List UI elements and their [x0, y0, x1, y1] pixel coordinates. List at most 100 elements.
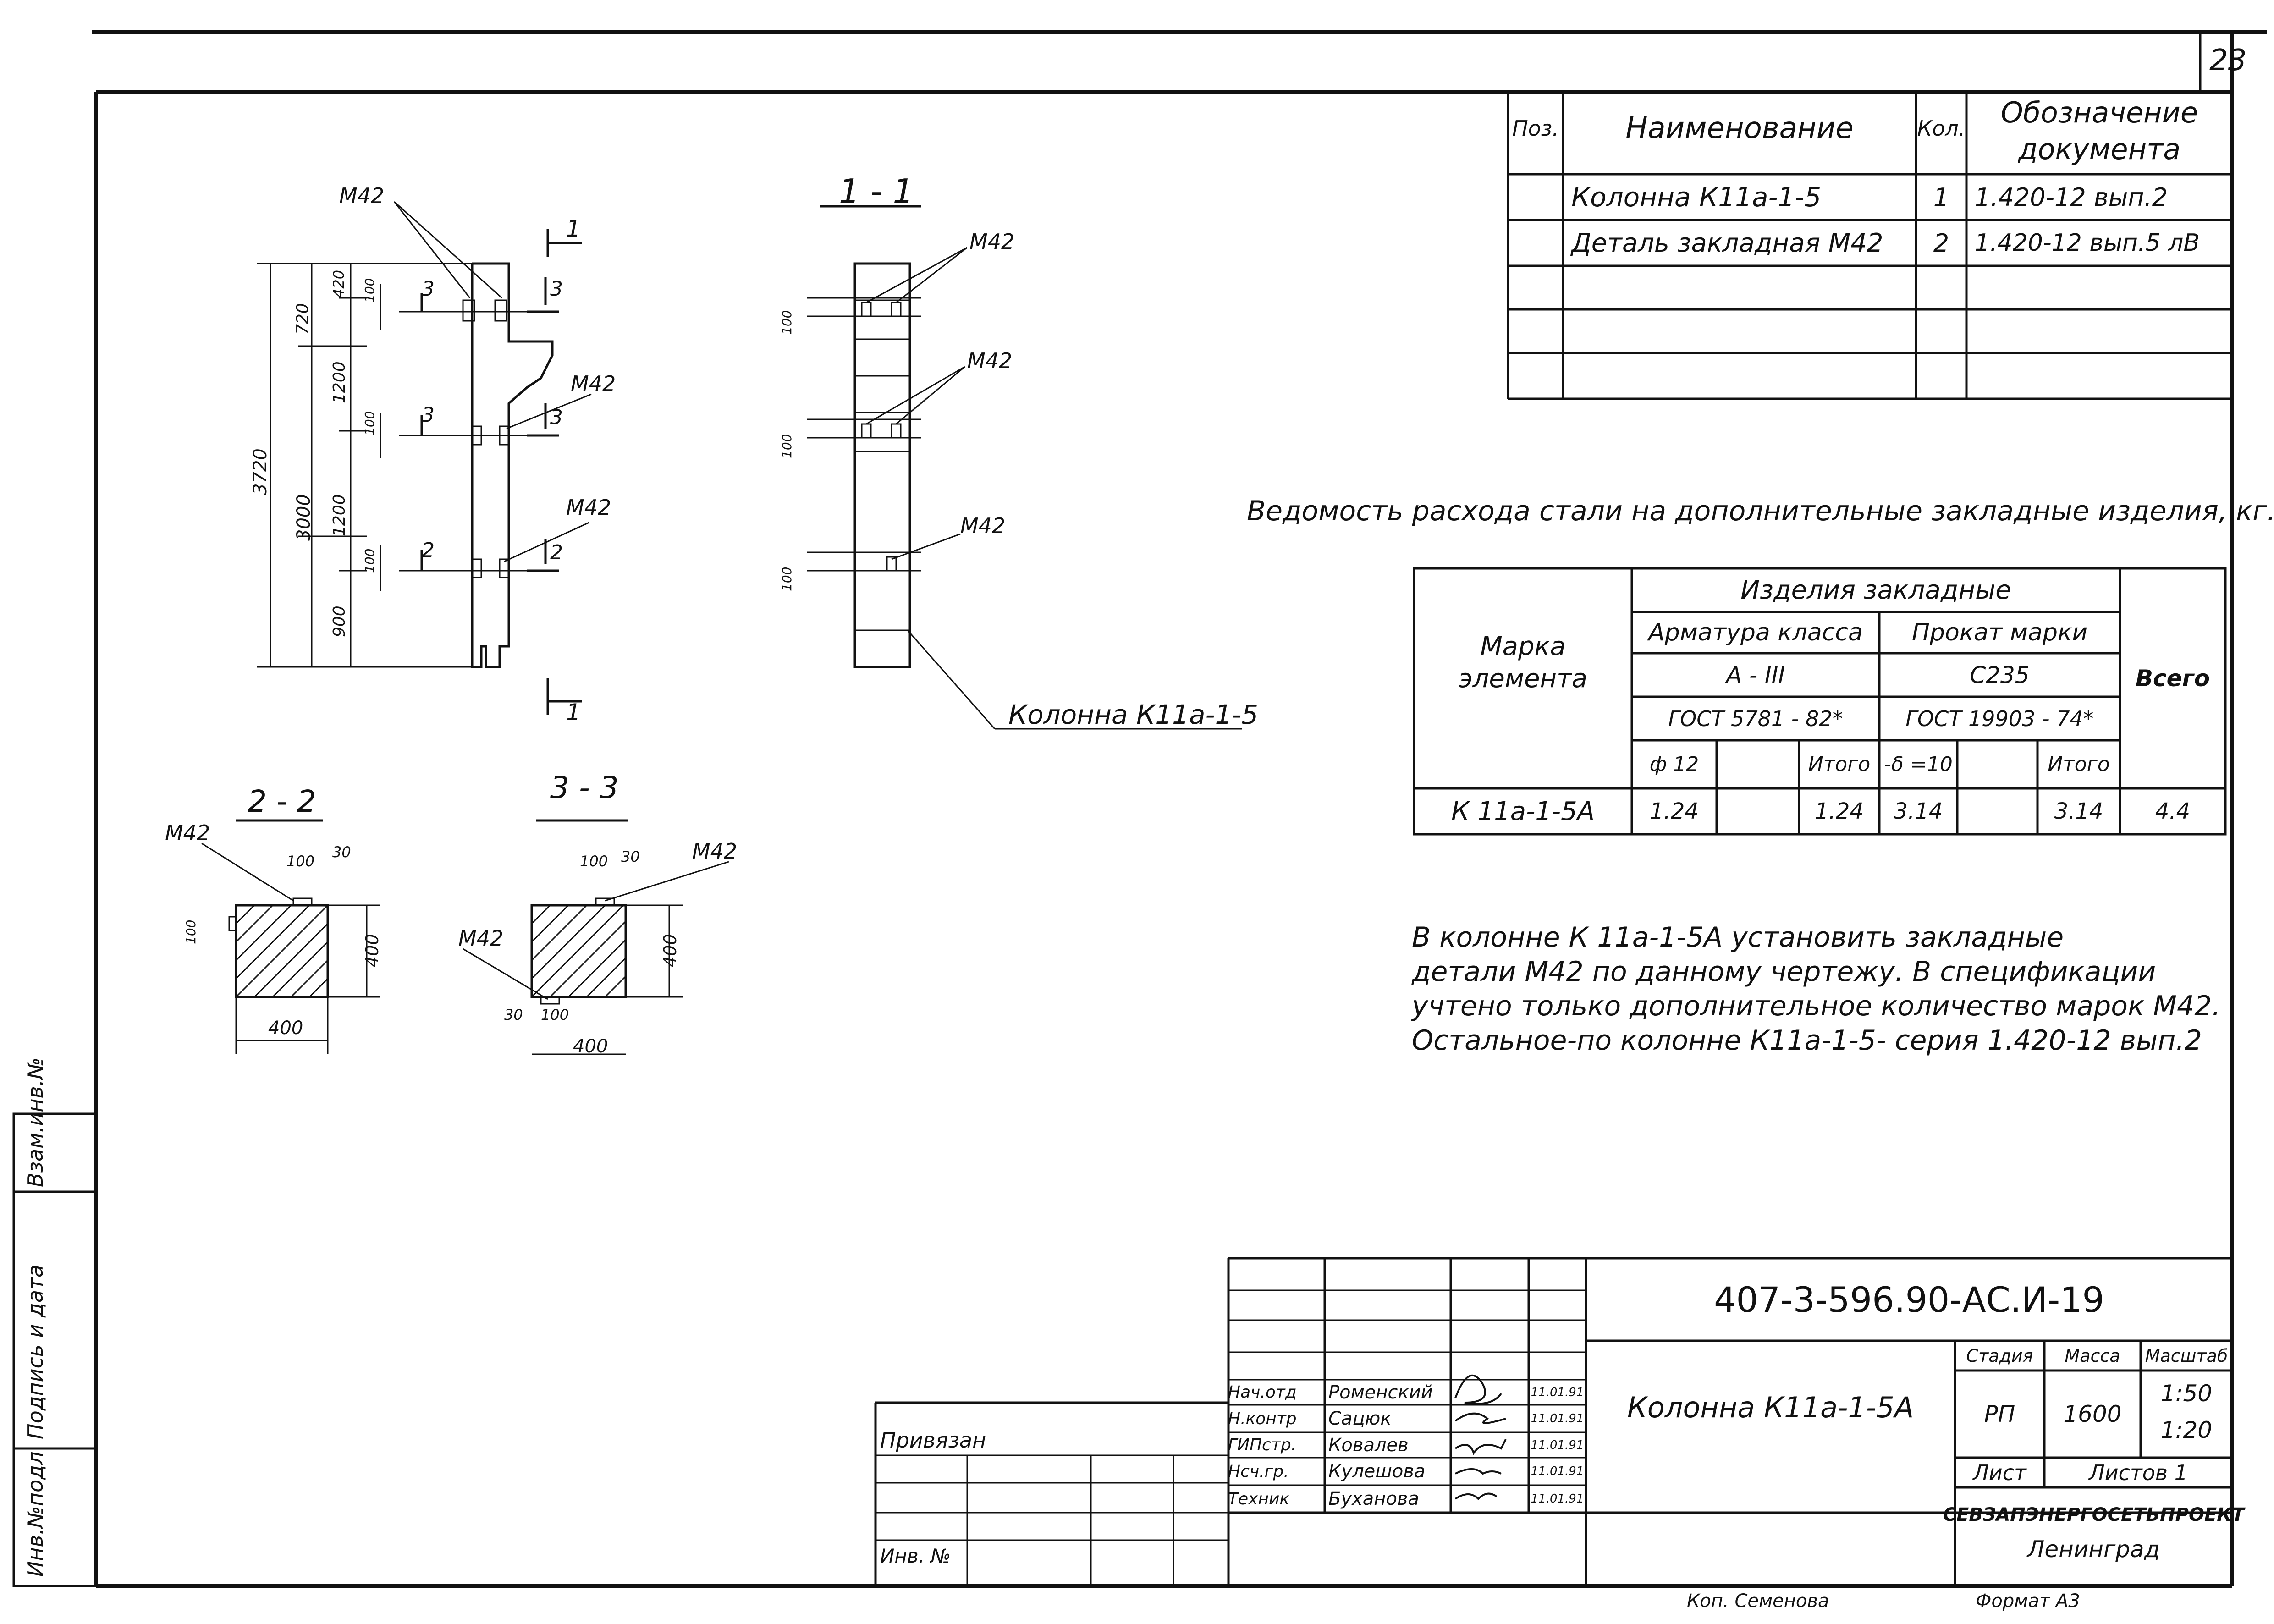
elev-cut-3-d: 3 [422, 403, 435, 427]
role-1: Н.контр [1228, 1409, 1297, 1428]
steel-h-items: Изделия закладные [1740, 575, 2011, 605]
side-stamp-podpis: Подпись и дата [23, 1264, 48, 1439]
steel-rolled-grade: С235 [1970, 661, 2030, 688]
steel-row-phi12: 1.24 [1650, 798, 1699, 824]
sheet-header: Лист [1973, 1460, 2026, 1485]
side-stamp-vzam: Взам.инв.№ [23, 1057, 48, 1187]
section-1-1-title: 1 - 1 [839, 172, 914, 210]
side-stamp-inv-podl: Инв.№подл [23, 1451, 48, 1577]
name-0: Роменский [1328, 1382, 1433, 1403]
scale-value-2: 1:20 [2160, 1417, 2213, 1443]
dim-900: 900 [330, 606, 349, 637]
steel-caption: Ведомость расхода стали на дополнительны… [1247, 495, 2274, 527]
s11-dim-100-a: 100 [779, 310, 794, 335]
inv-no-label: Инв. № [880, 1545, 951, 1567]
s22-dim-400-side: 400 [362, 934, 382, 967]
spec-header-qty: Кол. [1917, 116, 1966, 141]
section-1-1-drawing [807, 205, 1242, 730]
role-4: Техник [1228, 1489, 1290, 1508]
steel-table-grid [1413, 567, 2227, 836]
spec-header-pos: Поз. [1512, 116, 1559, 141]
spec-table-grid [1507, 92, 2232, 400]
s11-dim-100-b: 100 [779, 434, 794, 458]
paper-format: Формат А3 [1976, 1591, 2080, 1612]
stage-header: Стадия [1966, 1345, 2033, 1366]
steel-rebar-class: А - III [1726, 661, 1785, 688]
spec-row-2-qty: 2 [1933, 228, 1949, 258]
date-0: 11.01.91 [1531, 1385, 1584, 1399]
elev-cut-1-top: 1 [566, 215, 581, 242]
mass-value: 1600 [2063, 1401, 2122, 1427]
scale-header: Масштаб [2145, 1345, 2228, 1366]
s33-dim-100-b: 100 [541, 1006, 569, 1024]
s33-m42-a: М42 [692, 839, 738, 864]
elev-cut-2-b: 2 [422, 539, 435, 562]
date-3: 11.01.91 [1531, 1464, 1584, 1478]
elev-cut-3-c: 3 [422, 277, 435, 301]
name-3: Кулешова [1328, 1461, 1426, 1482]
elev-m42-low: М42 [566, 495, 611, 520]
dim-3720: 3720 [250, 448, 271, 495]
scale-value-1: 1:50 [2160, 1380, 2213, 1407]
steel-h-mark-1: Марка [1480, 631, 1566, 661]
s33-m42-b: М42 [458, 926, 504, 951]
s33-dim-100: 100 [580, 853, 608, 870]
note-line-2: детали М42 по данному чертежу. В специфи… [1412, 956, 2156, 988]
steel-h-mark-2: элемента [1458, 663, 1588, 694]
dim-720: 720 [293, 303, 312, 335]
section-3-3-title: 3 - 3 [550, 770, 619, 805]
spec-header-doc-2: документа [2018, 132, 2181, 166]
role-3: Нсч.гр. [1228, 1462, 1289, 1481]
name-4: Буханова [1328, 1488, 1420, 1509]
name-1: Сацюк [1328, 1408, 1392, 1429]
steel-row-itogo1: 1.24 [1815, 798, 1864, 824]
s11-m42-c: М42 [960, 513, 1006, 538]
s22-dim-400-bottom: 400 [268, 1018, 303, 1039]
doc-code: 407-3-596.90-АС.И-19 [1714, 1279, 2104, 1320]
s22-dim-30: 30 [332, 843, 351, 861]
s22-dim-100-side: 100 [183, 919, 198, 944]
date-2: 11.01.91 [1531, 1438, 1584, 1452]
steel-rebar-gost: ГОСТ 5781 - 82* [1668, 706, 1843, 731]
elev-cut-1-bottom: 1 [566, 699, 581, 726]
s33-dim-30-b: 30 [504, 1006, 523, 1024]
spec-row-1-doc: 1.420-12 вып.2 [1975, 182, 2168, 212]
dim-420: 420 [330, 270, 347, 298]
steel-row-mark: К 11а-1-5А [1451, 796, 1595, 826]
steel-h-total: Всего [2135, 665, 2210, 692]
dim-3000: 3000 [293, 494, 314, 541]
org-city: Ленинград [2027, 1536, 2160, 1563]
sheet-title: Колонна К11а-1-5А [1627, 1390, 1914, 1424]
s33-dim-400-side: 400 [660, 934, 680, 967]
spec-header-doc-1: Обозначение [2000, 95, 2198, 129]
privyazan-label: Привязан [880, 1428, 986, 1453]
elev-m42-top: М42 [339, 183, 385, 208]
dim-1200-a: 1200 [330, 361, 349, 403]
s33-dim-30: 30 [621, 848, 640, 865]
org-name: СЕВЗАПЭНЕРГОСЕТЬПРОЕКТ [1943, 1504, 2245, 1525]
spec-row-1-qty: 1 [1933, 182, 1949, 212]
s22-dim-100: 100 [286, 853, 315, 870]
steel-sub-phi: ф 12 [1649, 753, 1699, 776]
elev-m42-mid: М42 [571, 371, 616, 396]
steel-row-delta10: 3.14 [1894, 798, 1943, 824]
note-line-1: В колонне К 11а-1-5А установить закладны… [1412, 921, 2064, 953]
steel-sub-itogo-2: Итого [2048, 753, 2110, 776]
section-2-2-title: 2 - 2 [248, 784, 316, 819]
section-3-3-drawing [463, 819, 729, 1055]
note-line-3: учтено только дополнительное количество … [1412, 990, 2221, 1022]
note-line-4: Остальное-по колонне К11а-1-5- серия 1.4… [1412, 1024, 2202, 1057]
s11-dim-100-c: 100 [779, 567, 794, 591]
mass-header: Масса [2065, 1345, 2120, 1366]
spec-header-name: Наименование [1625, 111, 1854, 145]
spec-row-1-name: Колонна К11а-1-5 [1571, 182, 1822, 213]
steel-row-total: 4.4 [2155, 798, 2191, 824]
s22-m42: М42 [165, 820, 210, 845]
title-block-grid [874, 1257, 2232, 1586]
role-0: Нач.отд [1228, 1383, 1297, 1402]
dim-100-a: 100 [362, 278, 377, 303]
sheets-header: Листов 1 [2089, 1460, 2188, 1485]
column-label: Колонна К11а-1-5 [1008, 699, 1259, 730]
date-1: 11.01.91 [1531, 1412, 1584, 1426]
